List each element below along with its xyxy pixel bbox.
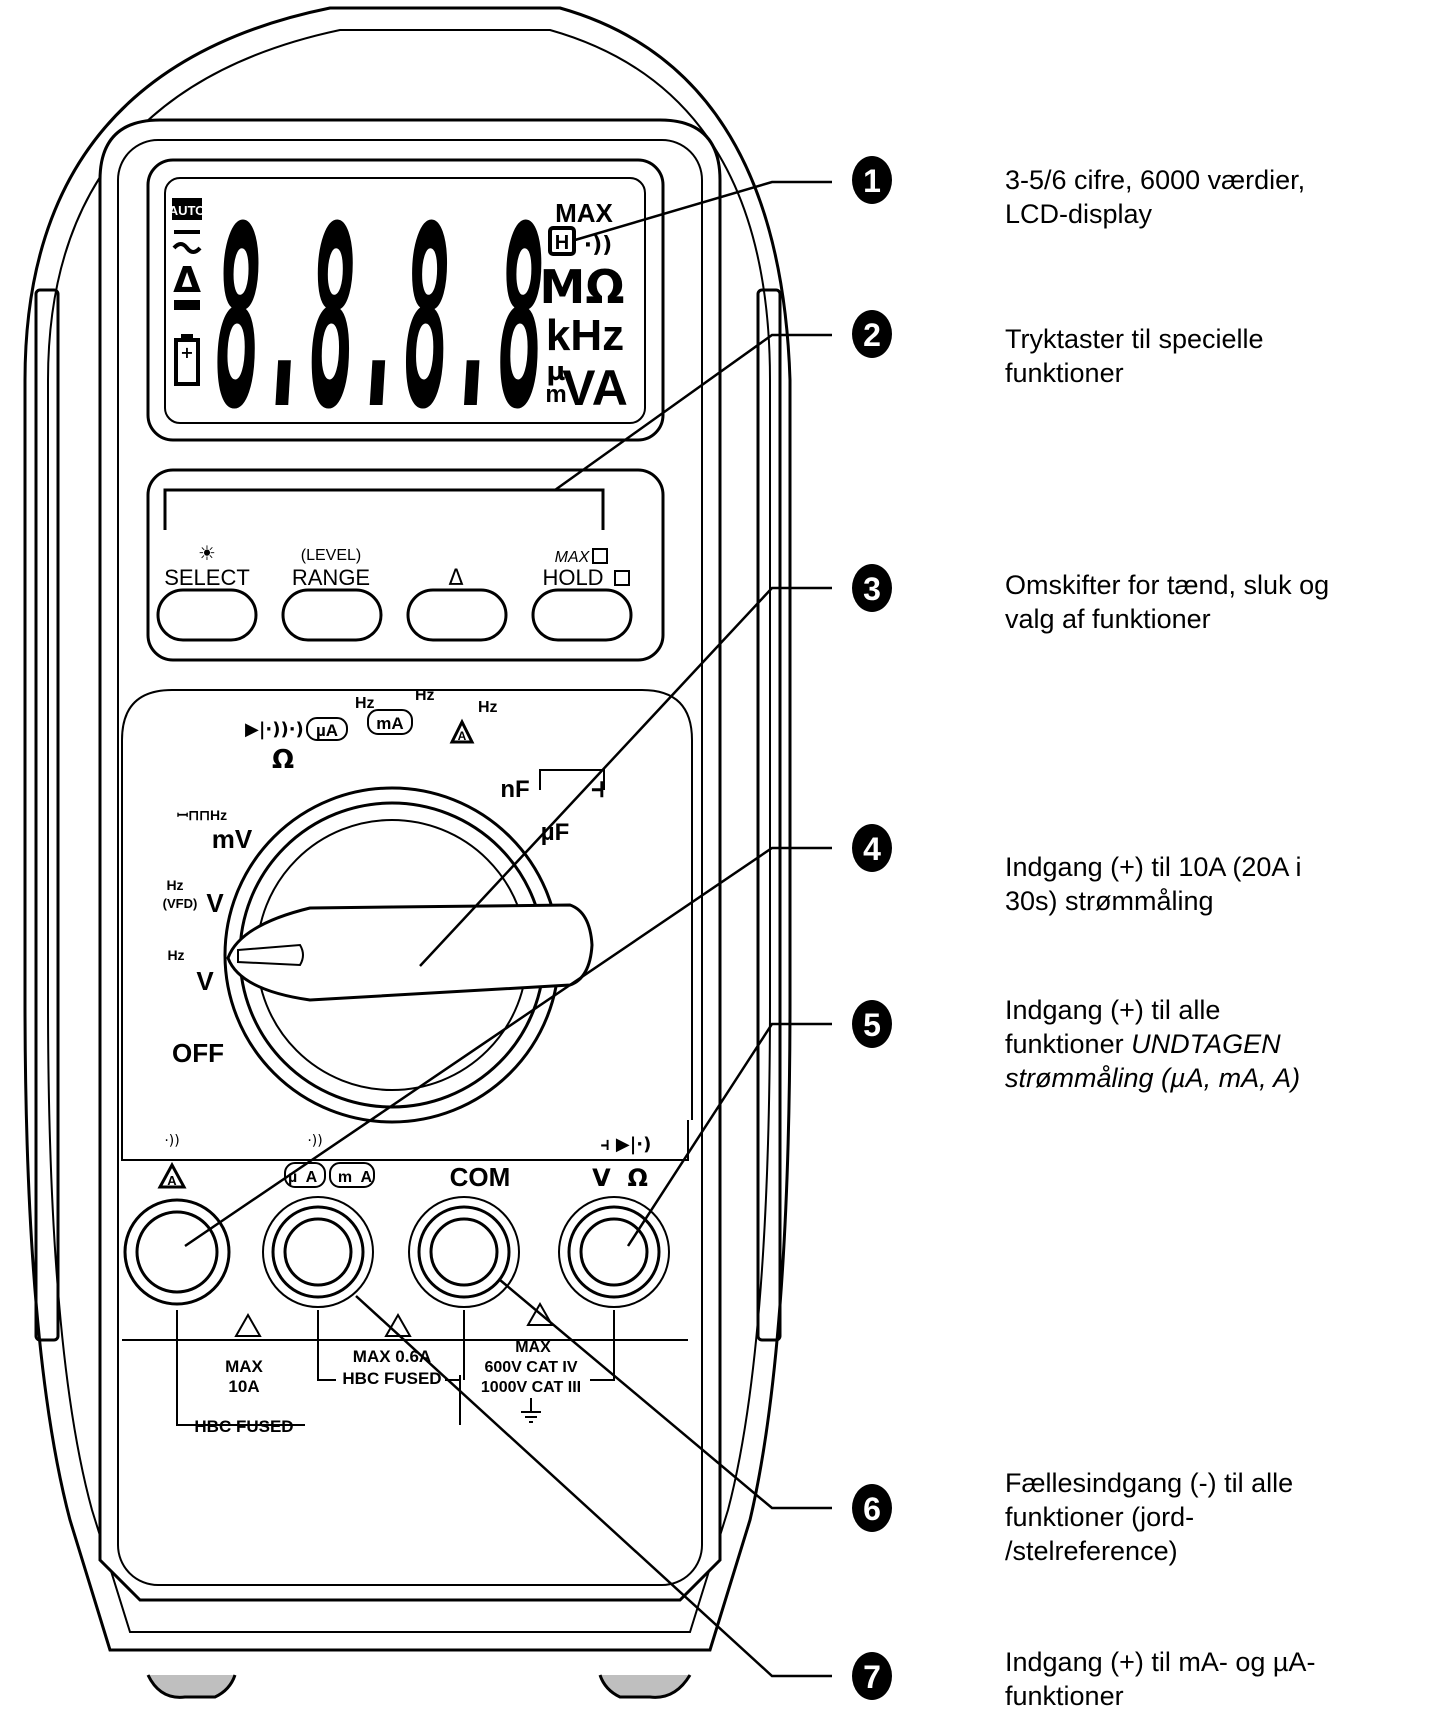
dial-hz-ma: Hz xyxy=(415,687,435,704)
lcd-digits: 8.8.8.8 xyxy=(215,173,545,464)
leader-lines xyxy=(184,180,832,1678)
callout-badge-1: 1 xyxy=(852,156,892,204)
lcd-va-unit: VA xyxy=(562,360,628,416)
meter-holster xyxy=(23,6,792,1699)
range-level-label: (LEVEL) xyxy=(301,547,361,564)
range-label: RANGE xyxy=(292,565,370,590)
lcd-hold-icon: H xyxy=(548,226,576,256)
dial-nf: nF xyxy=(500,776,529,803)
terminal-com-label: COM xyxy=(450,1162,511,1192)
callout-text-1: 3-5/6 cifre, 6000 værdier,LCD-display xyxy=(1005,165,1306,229)
input-terminals: ·)) A ·)) µA mA COM ⫞ ▶|·) V Ω xyxy=(121,1120,689,1337)
leader-5 xyxy=(626,1022,832,1247)
svg-text:6: 6 xyxy=(863,1491,881,1527)
rating-10a-value: 10A xyxy=(228,1377,259,1396)
dial-v-dc: V xyxy=(206,888,224,918)
button-panel: ☀ SELECT (LEVEL) RANGE Δ MAX HOLD xyxy=(146,468,665,662)
dial-mv: mV xyxy=(212,824,253,854)
hold-label: HOLD xyxy=(542,565,603,590)
rating-v-cat4: 600V CAT IV xyxy=(484,1359,577,1376)
select-label: SELECT xyxy=(164,565,250,590)
dial-hz-a: Hz xyxy=(478,699,498,716)
terminal-ua-ma-socket[interactable] xyxy=(262,1196,374,1308)
terminal-a-label: A xyxy=(167,1173,177,1188)
dial-hz-ua: Hz xyxy=(355,695,375,712)
select-light-icon: ☀ xyxy=(198,541,216,565)
leader-4 xyxy=(184,846,832,1248)
leader-1 xyxy=(574,180,832,242)
lcd-display: AUTO Δ + 8.8.8.8 MAX H ·)) MΩ kHz µ m VA xyxy=(146,158,665,464)
delta-button[interactable] xyxy=(406,588,508,642)
leader-7 xyxy=(355,1295,832,1678)
terminal-ua-ma-beep-icon: ·)) xyxy=(307,1133,322,1149)
svg-text:4: 4 xyxy=(863,831,881,867)
callout-badge-2: 2 xyxy=(852,310,892,358)
dial-ma: mA xyxy=(376,714,403,733)
svg-text:+: + xyxy=(180,343,193,362)
dial-vfd-hz: Hz xyxy=(166,877,183,893)
lcd-milli: m xyxy=(545,381,566,408)
dial-labels: ▶|·))·) Ω Hz Hz Hz µA mA A nF µF ⫞ ꟷ⊓⊓Hz… xyxy=(163,687,605,1068)
dial-hz-v: Hz xyxy=(167,947,184,963)
select-button[interactable] xyxy=(156,588,258,642)
callout-badge-4: 4 xyxy=(852,824,892,872)
hold-max-label: MAX xyxy=(555,549,591,566)
lcd-battery-icon: + xyxy=(174,334,200,386)
rating-10a-max: MAX xyxy=(225,1357,263,1376)
lcd-delta-icon: Δ xyxy=(173,260,201,301)
terminal-v-ohm-label: V Ω xyxy=(592,1164,648,1192)
svg-text:2: 2 xyxy=(863,317,881,353)
dial-mv-top: ꟷ⊓⊓Hz xyxy=(177,807,227,823)
rating-10a-fuse: HBC FUSED xyxy=(194,1417,293,1436)
callout-text-5: Indgang (+) til alle funktioner UNDTAGEN… xyxy=(1005,995,1301,1093)
dial-ohm: Ω xyxy=(272,745,294,775)
delta-label: Δ xyxy=(448,566,463,591)
rating-ma-max: MAX 0.6A xyxy=(353,1347,431,1366)
terminal-v-ohm-socket[interactable] xyxy=(558,1196,670,1308)
terminal-com-socket[interactable] xyxy=(408,1196,520,1308)
dial-off: OFF xyxy=(172,1038,224,1068)
leader-2 xyxy=(554,333,832,492)
lcd-minus-icon xyxy=(174,300,200,310)
rating-v-cat3: 1000V CAT III xyxy=(481,1379,581,1396)
dial-v-ac: V xyxy=(196,966,214,996)
callout-badge-6: 6 xyxy=(852,1484,892,1532)
rating-v-max: MAX xyxy=(515,1339,551,1356)
callout-badge-7: 7 xyxy=(852,1652,892,1700)
lcd-auto: AUTO xyxy=(169,203,206,218)
lcd-micro: µ xyxy=(546,357,565,387)
svg-text:1: 1 xyxy=(863,163,881,199)
callout-badge-5: 5 xyxy=(852,1000,892,1048)
rating-ma-fuse: HBC FUSED xyxy=(342,1369,441,1388)
svg-text:3: 3 xyxy=(863,571,881,607)
hold-button[interactable] xyxy=(531,588,633,642)
lcd-ohm-unit: MΩ xyxy=(540,260,625,314)
svg-text:5: 5 xyxy=(863,1007,881,1043)
range-button[interactable] xyxy=(281,588,383,642)
dial-diode-icon: ▶|·))·) xyxy=(245,719,304,740)
ground-icon xyxy=(521,1398,541,1423)
terminal-a-beep-icon: ·)) xyxy=(164,1133,179,1149)
callout-badge-3: 3 xyxy=(852,564,892,612)
callout-badges: 1 2 3 4 5 6 7 xyxy=(852,156,892,1700)
lcd-freq-unit: kHz xyxy=(546,311,624,360)
dial-vfd: (VFD) xyxy=(163,896,198,911)
lcd-max: MAX xyxy=(555,198,613,228)
svg-text:7: 7 xyxy=(863,1659,881,1695)
dial-ua: µA xyxy=(316,721,338,740)
leader-6 xyxy=(499,1279,832,1510)
callout-text-7: Indgang (+) til mA- og µA-funktioner xyxy=(1005,1647,1316,1711)
leader-3 xyxy=(419,586,832,967)
dial-a: A xyxy=(458,729,467,743)
svg-text:H: H xyxy=(555,232,569,254)
terminal-v-icons: ⫞ ▶|·) xyxy=(601,1134,652,1155)
lcd-ac-dc-icon xyxy=(172,230,202,254)
terminal-a-socket[interactable] xyxy=(123,1198,231,1306)
